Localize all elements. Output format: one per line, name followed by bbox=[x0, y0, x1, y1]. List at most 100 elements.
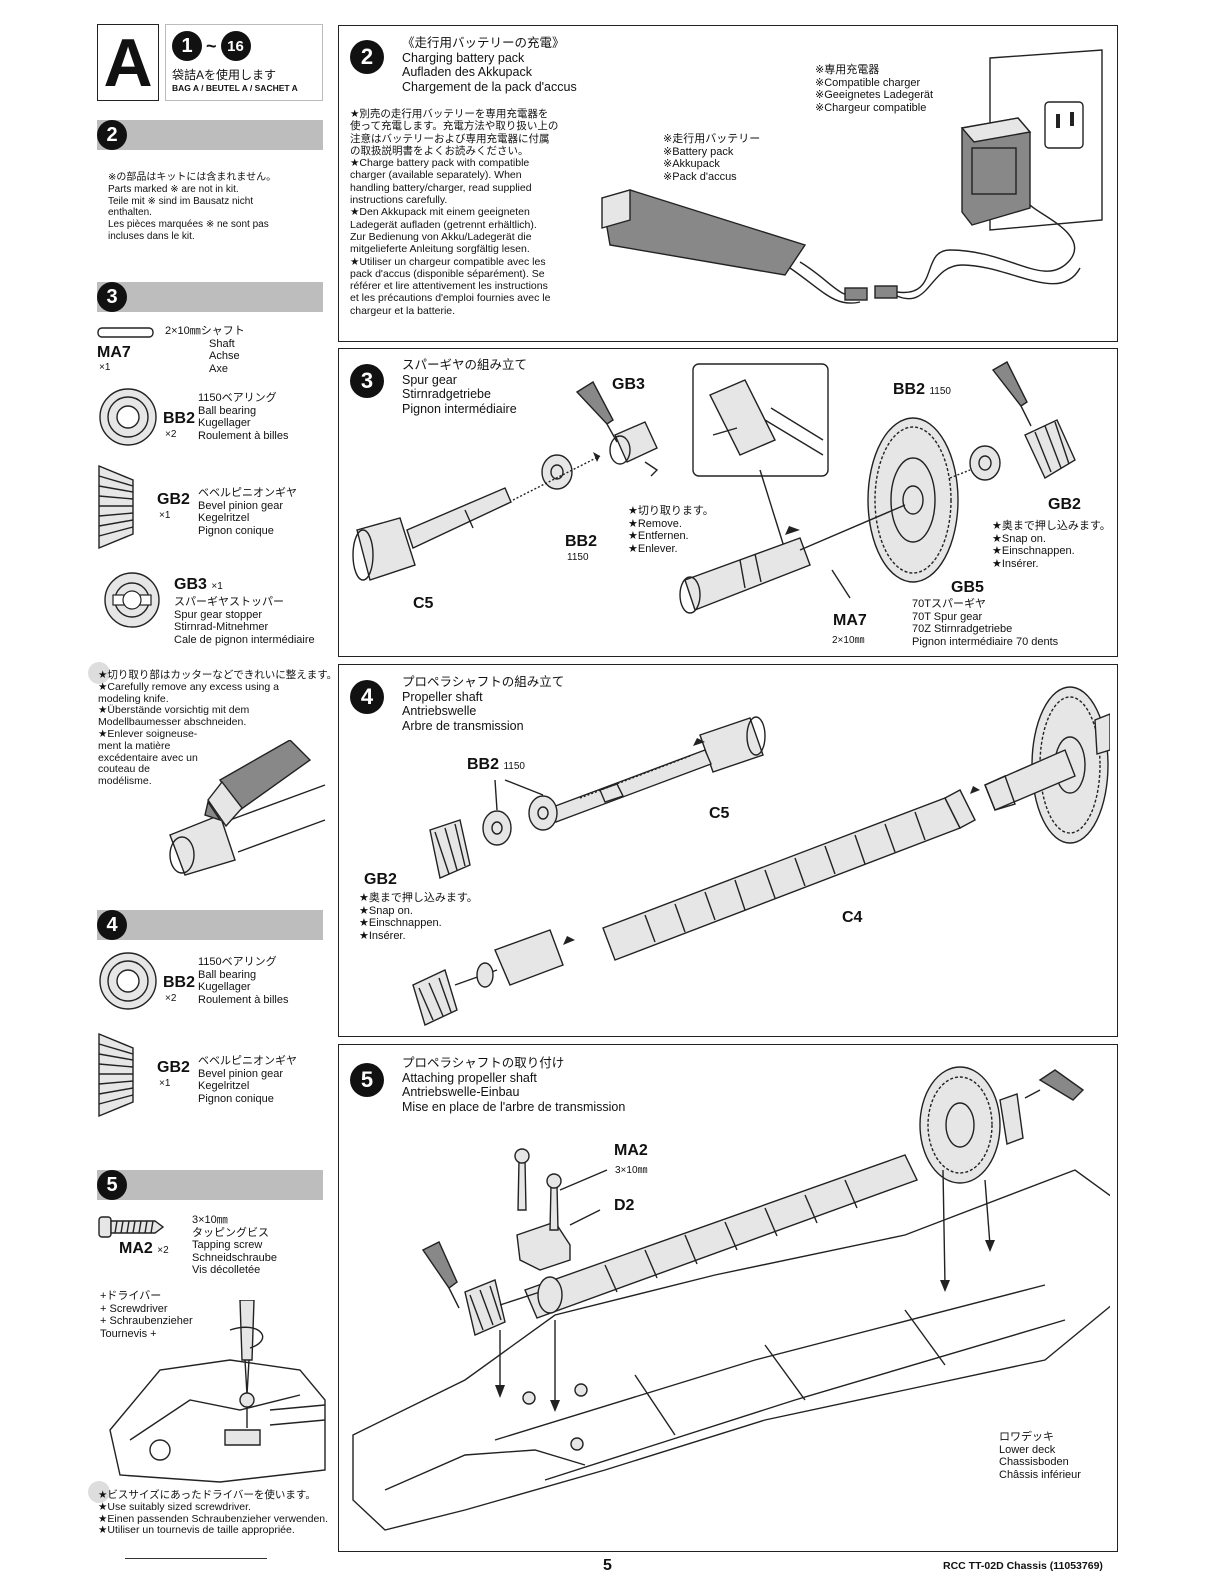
battery-charger-illustration bbox=[601, 49, 1103, 304]
spur-gear-assembly-illustration bbox=[352, 361, 1076, 614]
footer-rule bbox=[125, 1558, 267, 1559]
sidebar-sec5-driver-note: ★ビスサイズにあったドライバーを使います。 ★Use suitably size… bbox=[98, 1489, 329, 1537]
sidebar-sec4-part-qty: ×2 bbox=[165, 993, 177, 1004]
step4-frame bbox=[338, 664, 1118, 1037]
driver-note-dot bbox=[88, 1481, 110, 1503]
step5-badge: 5 bbox=[350, 1063, 384, 1097]
step3-title: スパーギヤの組み立て Spur gear Stirnradgetriebe Pi… bbox=[402, 358, 528, 416]
bag-letter-box: A bbox=[97, 24, 159, 101]
step4-bb2-label: BB2 bbox=[467, 756, 500, 773]
step3-frame bbox=[338, 348, 1118, 657]
sidebar-sec4-part-qty: ×1 bbox=[159, 1078, 171, 1089]
sidebar-sec3-part-desc: 1150ベアリング Ball bearing Kugellager Roulem… bbox=[198, 392, 289, 442]
sidebar-sec4-part-code: GB2 bbox=[157, 1059, 190, 1076]
bag-usage-jp: 袋詰Aを使用します bbox=[172, 68, 277, 82]
sidebar-sec3-part-code: GB2 bbox=[157, 491, 190, 508]
sidebar-sec3-part-code: BB2 bbox=[163, 410, 196, 427]
step3-remove-note: ★切り取ります。 ★Remove. ★Entfernen. ★Enlever. bbox=[628, 505, 714, 555]
sidebar-sec3-part-code: MA7 bbox=[97, 344, 131, 361]
sidebar-sec2-badge: 2 bbox=[97, 120, 127, 150]
step4-gb2-label: GB2 bbox=[364, 871, 397, 888]
step3-ma7-label: MA7 bbox=[833, 612, 867, 629]
step2-charger-label: ※専用充電器 ※Compatible charger ※Geeignetes L… bbox=[815, 64, 934, 114]
step3-bb2b-label: BB2 bbox=[893, 381, 926, 398]
sidebar-sec3-part-qty: ×1 bbox=[159, 510, 171, 521]
sidebar-sec3-part-desc: 2×10㎜シャフト Shaft Achse Axe bbox=[165, 325, 245, 375]
sidebar-sec5-screw-code: MA2 bbox=[119, 1240, 153, 1257]
step3-bb2b-head: BB2 1150 bbox=[893, 381, 951, 399]
sidebar-sec3-bar bbox=[97, 282, 323, 312]
bag-usage-en: BAG A / BEUTEL A / SACHET A bbox=[172, 83, 298, 93]
sidebar-sec5-driver: +ドライバー + Screwdriver + Schraubenzieher T… bbox=[100, 1290, 193, 1340]
sidebar-sec5-bar bbox=[97, 1170, 323, 1200]
sidebar-sec5-screw-head: MA2 ×2 bbox=[119, 1240, 169, 1258]
step3-gb2-label: GB2 bbox=[1048, 496, 1081, 513]
step3-badge: 3 bbox=[350, 364, 384, 398]
step5-lower-deck-label: ロワデッキ Lower deck Chassisboden Châssis in… bbox=[999, 1431, 1081, 1481]
sidebar-sec4-bar bbox=[97, 910, 323, 940]
step4-bb2-head: BB2 1150 bbox=[467, 756, 525, 774]
spur-gear-stopper-icon bbox=[104, 572, 160, 628]
step5-ma2-label: MA2 bbox=[614, 1142, 648, 1159]
chassis-shaft-installation-illustration bbox=[352, 1066, 1110, 1531]
footer-model-name: RCC TT-02D Chassis (11053769) bbox=[943, 1560, 1103, 1572]
step3-gb5-label: GB5 bbox=[951, 579, 984, 596]
bag-letter: A bbox=[103, 24, 153, 101]
step3-c5-label: C5 bbox=[413, 595, 434, 612]
range-start-badge: 1 bbox=[172, 31, 202, 61]
propeller-shaft-illustration bbox=[412, 686, 1110, 1026]
step3-gb5-desc: 70Tスパーギヤ 70T Spur gear 70Z Stirnradgetri… bbox=[912, 598, 1059, 648]
ball-bearing-icon bbox=[99, 388, 157, 446]
sidebar-sec3-badge: 3 bbox=[97, 282, 127, 312]
range-tilde: ~ bbox=[206, 35, 217, 56]
bag-info-box: 1 ~ 16 袋詰Aを使用します BAG A / BEUTEL A / SACH… bbox=[165, 24, 323, 101]
knife-note-dot bbox=[88, 662, 110, 684]
step5-ma2-sub: 3×10㎜ bbox=[615, 1165, 648, 1176]
step4-bb2-sub: 1150 bbox=[503, 761, 525, 772]
sidebar-sec2-note: ※の部品はキットには含まれません。 Parts marked ※ are not… bbox=[108, 172, 277, 242]
step4-c5-label: C5 bbox=[709, 805, 730, 822]
sidebar-sec3-part-desc: スパーギヤストッパー Spur gear stopper Stirnrad-Mi… bbox=[174, 596, 315, 646]
screwdriver-chassis-illustration bbox=[109, 1300, 326, 1483]
sidebar-knife-note: ★切り取り部はカッターなどできれいに整えます。 ★Carefully remov… bbox=[98, 669, 338, 788]
sidebar-sec4-badge: 4 bbox=[97, 910, 127, 940]
step5-title: プロペラシャフトの取り付け Attaching propeller shaft … bbox=[402, 1056, 626, 1114]
page-number: 5 bbox=[603, 1557, 612, 1574]
step4-title: プロペラシャフトの組み立て Propeller shaft Antriebswe… bbox=[402, 675, 565, 733]
sidebar-sec4-part-desc: 1150ベアリング Ball bearing Kugellager Roulem… bbox=[198, 956, 289, 1006]
tapping-screw-icon bbox=[98, 1216, 165, 1238]
sidebar-sec3-part-desc: ベベルピニオンギヤ Bevel pinion gear Kegelritzel … bbox=[198, 487, 297, 537]
step3-bb2a-sub: 1150 bbox=[567, 552, 589, 563]
step5-frame bbox=[338, 1044, 1118, 1552]
step4-c4-label: C4 bbox=[842, 909, 863, 926]
step3-snap-note: ★奥まで押し込みます。 ★Snap on. ★Einschnappen. ★In… bbox=[992, 520, 1111, 570]
step3-gb3-label: GB3 bbox=[612, 376, 645, 393]
sidebar-sec4-part-desc: ベベルピニオンギヤ Bevel pinion gear Kegelritzel … bbox=[198, 1055, 297, 1105]
step2-body: ★別売の走行用バッテリーを専用充電器を 使って充電します。充電方法や取り扱い上の… bbox=[350, 108, 559, 317]
step5-d2-label: D2 bbox=[614, 1197, 635, 1214]
sidebar-sec3-part-code: GB3 bbox=[174, 576, 207, 593]
step2-battery-label: ※走行用バッテリー ※Battery pack ※Akkupack ※Pack … bbox=[663, 133, 761, 183]
bevel-pinion-gear-icon bbox=[98, 1032, 134, 1118]
step3-ma7-sub: 2×10㎜ bbox=[832, 635, 865, 646]
sidebar-sec3-part-qty: ×2 bbox=[165, 429, 177, 440]
shaft-icon bbox=[97, 327, 154, 338]
sidebar-sec5-screw-desc: 3×10㎜ タッピングビス Tapping screw Schneidschra… bbox=[192, 1214, 278, 1276]
step2-badge: 2 bbox=[350, 40, 384, 74]
step2-title: 《走行用バッテリーの充電》 Charging battery pack Aufl… bbox=[402, 36, 577, 94]
step4-snap-note: ★奥まで押し込みます。 ★Snap on. ★Einschnappen. ★In… bbox=[359, 892, 478, 942]
sidebar-sec3-part-qty: ×1 bbox=[211, 581, 223, 592]
sidebar-sec3-gb3-head: GB3 ×1 bbox=[174, 576, 223, 594]
sidebar-sec5-screw-qty: ×2 bbox=[157, 1245, 169, 1256]
step4-badge: 4 bbox=[350, 680, 384, 714]
sidebar-sec3-part-qty: ×1 bbox=[99, 362, 111, 373]
ball-bearing-icon bbox=[99, 952, 157, 1010]
bevel-pinion-gear-icon bbox=[98, 464, 134, 550]
sidebar-sec5-badge: 5 bbox=[97, 1170, 127, 1200]
range-end-badge: 16 bbox=[220, 31, 251, 61]
sidebar-sec4-part-code: BB2 bbox=[163, 974, 196, 991]
sidebar-sec2-bar bbox=[97, 120, 323, 150]
step3-bb2a-label: BB2 bbox=[565, 533, 598, 550]
step2-frame bbox=[338, 25, 1118, 342]
modeling-knife-illustration bbox=[169, 740, 326, 876]
